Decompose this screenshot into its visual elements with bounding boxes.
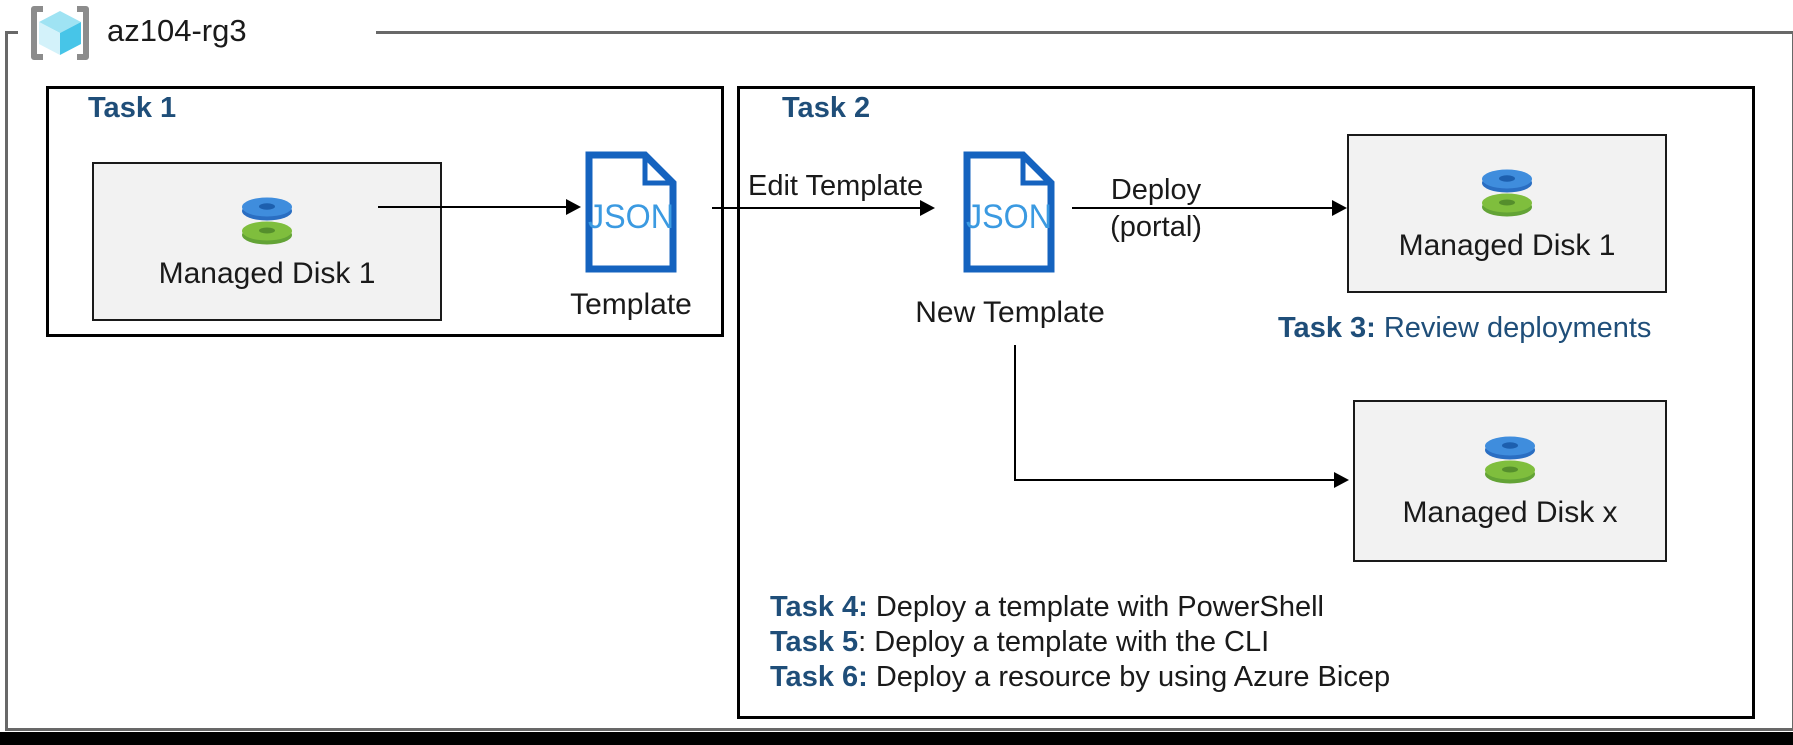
task6-prefix: Task 6: (770, 661, 868, 693)
arrow-disk-to-template-head (566, 199, 581, 215)
template-label: Template (570, 288, 692, 321)
new-template-label: New Template (915, 296, 1105, 329)
managed-disk-icon (1485, 436, 1535, 484)
task1-title: Task 1 (88, 92, 177, 124)
arrow-disk-to-template (378, 206, 566, 208)
task5-text: Deploy a template with the CLI (866, 626, 1270, 658)
managed-disk-x-label: Managed Disk x (1402, 496, 1618, 529)
cube-left-face (39, 22, 60, 55)
managed-disk-icon (242, 197, 292, 244)
arrow-new-template-to-diskx-head (1334, 472, 1349, 488)
resource-group-border-label-gap (18, 26, 376, 38)
deploy-label-line2: (portal) (1110, 211, 1202, 243)
task2-title: Task 2 (782, 92, 871, 124)
arrow-edit-template-head (920, 200, 935, 216)
task3-prefix: Task 3: (1278, 312, 1376, 344)
task5-line: Task 5: Deploy a template with the CLI (770, 625, 1390, 660)
json-file-icon: JSON (963, 151, 1055, 273)
task4-line: Task 4: Deploy a template with PowerShel… (770, 590, 1390, 625)
arrow-new-template-down (1014, 345, 1016, 481)
task6-text: Deploy a resource by using Azure Bicep (867, 661, 1391, 693)
managed-disk-1-deployed-box: Managed Disk 1 (1347, 134, 1667, 293)
arrow-new-template-to-diskx (1014, 479, 1334, 481)
managed-disk-1-box: Managed Disk 1 (92, 162, 442, 321)
task3-caption: Task 3: Review deployments (1278, 312, 1651, 345)
json-icon-text: JSON (588, 198, 674, 236)
json-file-icon: JSON (585, 151, 677, 273)
task6-line: Task 6: Deploy a resource by using Azure… (770, 660, 1390, 695)
task5-sep: : (858, 626, 867, 658)
deploy-label-line1: Deploy (1110, 174, 1202, 206)
resource-group-name: az104-rg3 (107, 13, 247, 48)
json-icon-text: JSON (966, 198, 1052, 236)
bracket-right (77, 6, 89, 60)
managed-disk-x-box: Managed Disk x (1353, 400, 1667, 562)
edit-template-label: Edit Template (748, 170, 924, 202)
managed-disk-1-label: Managed Disk 1 (158, 256, 376, 290)
deploy-portal-label: Deploy (portal) (1086, 172, 1226, 246)
task3-text: Review deployments (1375, 312, 1652, 344)
bottom-black-bar (0, 732, 1793, 745)
resource-group-icon (31, 6, 89, 60)
arrow-deploy-portal-head (1332, 200, 1347, 216)
task4-prefix: Task 4: (770, 591, 868, 623)
cube-right-face (60, 22, 81, 55)
managed-disk-1-deployed-label: Managed Disk 1 (1398, 228, 1616, 262)
managed-disk-icon (1482, 169, 1532, 216)
arrow-edit-template (712, 207, 920, 209)
bottom-task-list: Task 4: Deploy a template with PowerShel… (770, 590, 1390, 695)
task4-text: Deploy a template with PowerShell (867, 591, 1324, 623)
arrow-deploy-portal (1072, 207, 1332, 209)
bracket-left (31, 6, 43, 60)
task5-prefix: Task 5 (770, 626, 859, 658)
